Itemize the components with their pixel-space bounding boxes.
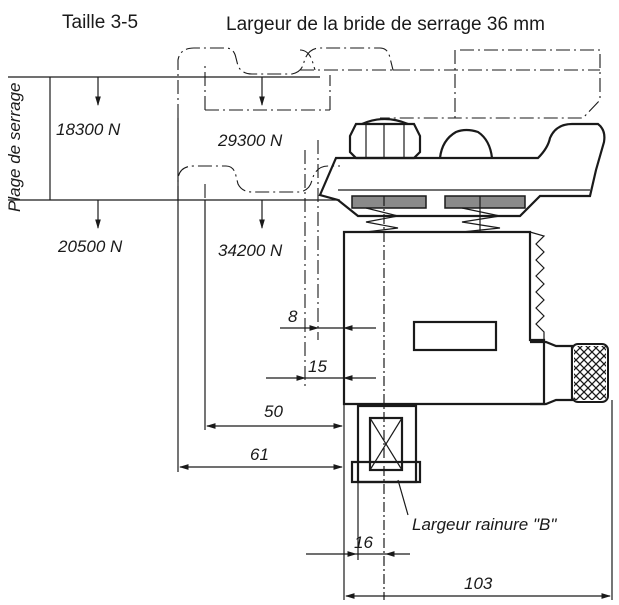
phantom-clamp-lower — [177, 140, 340, 390]
force-lower-left: 20500 N — [57, 237, 123, 256]
dimension-50-label: 50 — [264, 402, 283, 421]
groove-leader — [397, 479, 409, 516]
hex-nut — [348, 117, 422, 160]
force-upper-right: 29300 N — [217, 131, 283, 150]
force-lower-right: 34200 N — [218, 241, 283, 260]
dimension-61-label: 61 — [250, 445, 269, 464]
clamp-width-title: Largeur de la bride de serrage 36 mm — [226, 14, 545, 35]
phantom-clamp-upper — [177, 47, 601, 119]
dimension-16-label: 16 — [354, 533, 373, 552]
knurled-knob — [530, 340, 613, 600]
groove-width-label: Largeur rainure "B" — [412, 515, 557, 534]
clamp-bar — [318, 122, 606, 218]
dimension-15-label: 15 — [308, 357, 327, 376]
dimension-61 — [177, 118, 343, 472]
dimension-103-label: 103 — [464, 574, 493, 593]
dimension-8-label: 8 — [288, 307, 298, 326]
threaded-rack — [529, 231, 546, 340]
dimension-50 — [204, 200, 343, 430]
springs — [351, 195, 526, 600]
dimension-16 — [306, 482, 410, 560]
clamping-range-label: Plage de serrage — [5, 83, 24, 212]
force-upper-left: 18300 N — [56, 120, 121, 139]
size-title: Taille 3-5 — [62, 12, 138, 33]
groove-key — [350, 404, 422, 484]
base-block — [342, 230, 546, 600]
force-arrows — [95, 77, 265, 229]
clamping-range-lines — [8, 76, 340, 201]
